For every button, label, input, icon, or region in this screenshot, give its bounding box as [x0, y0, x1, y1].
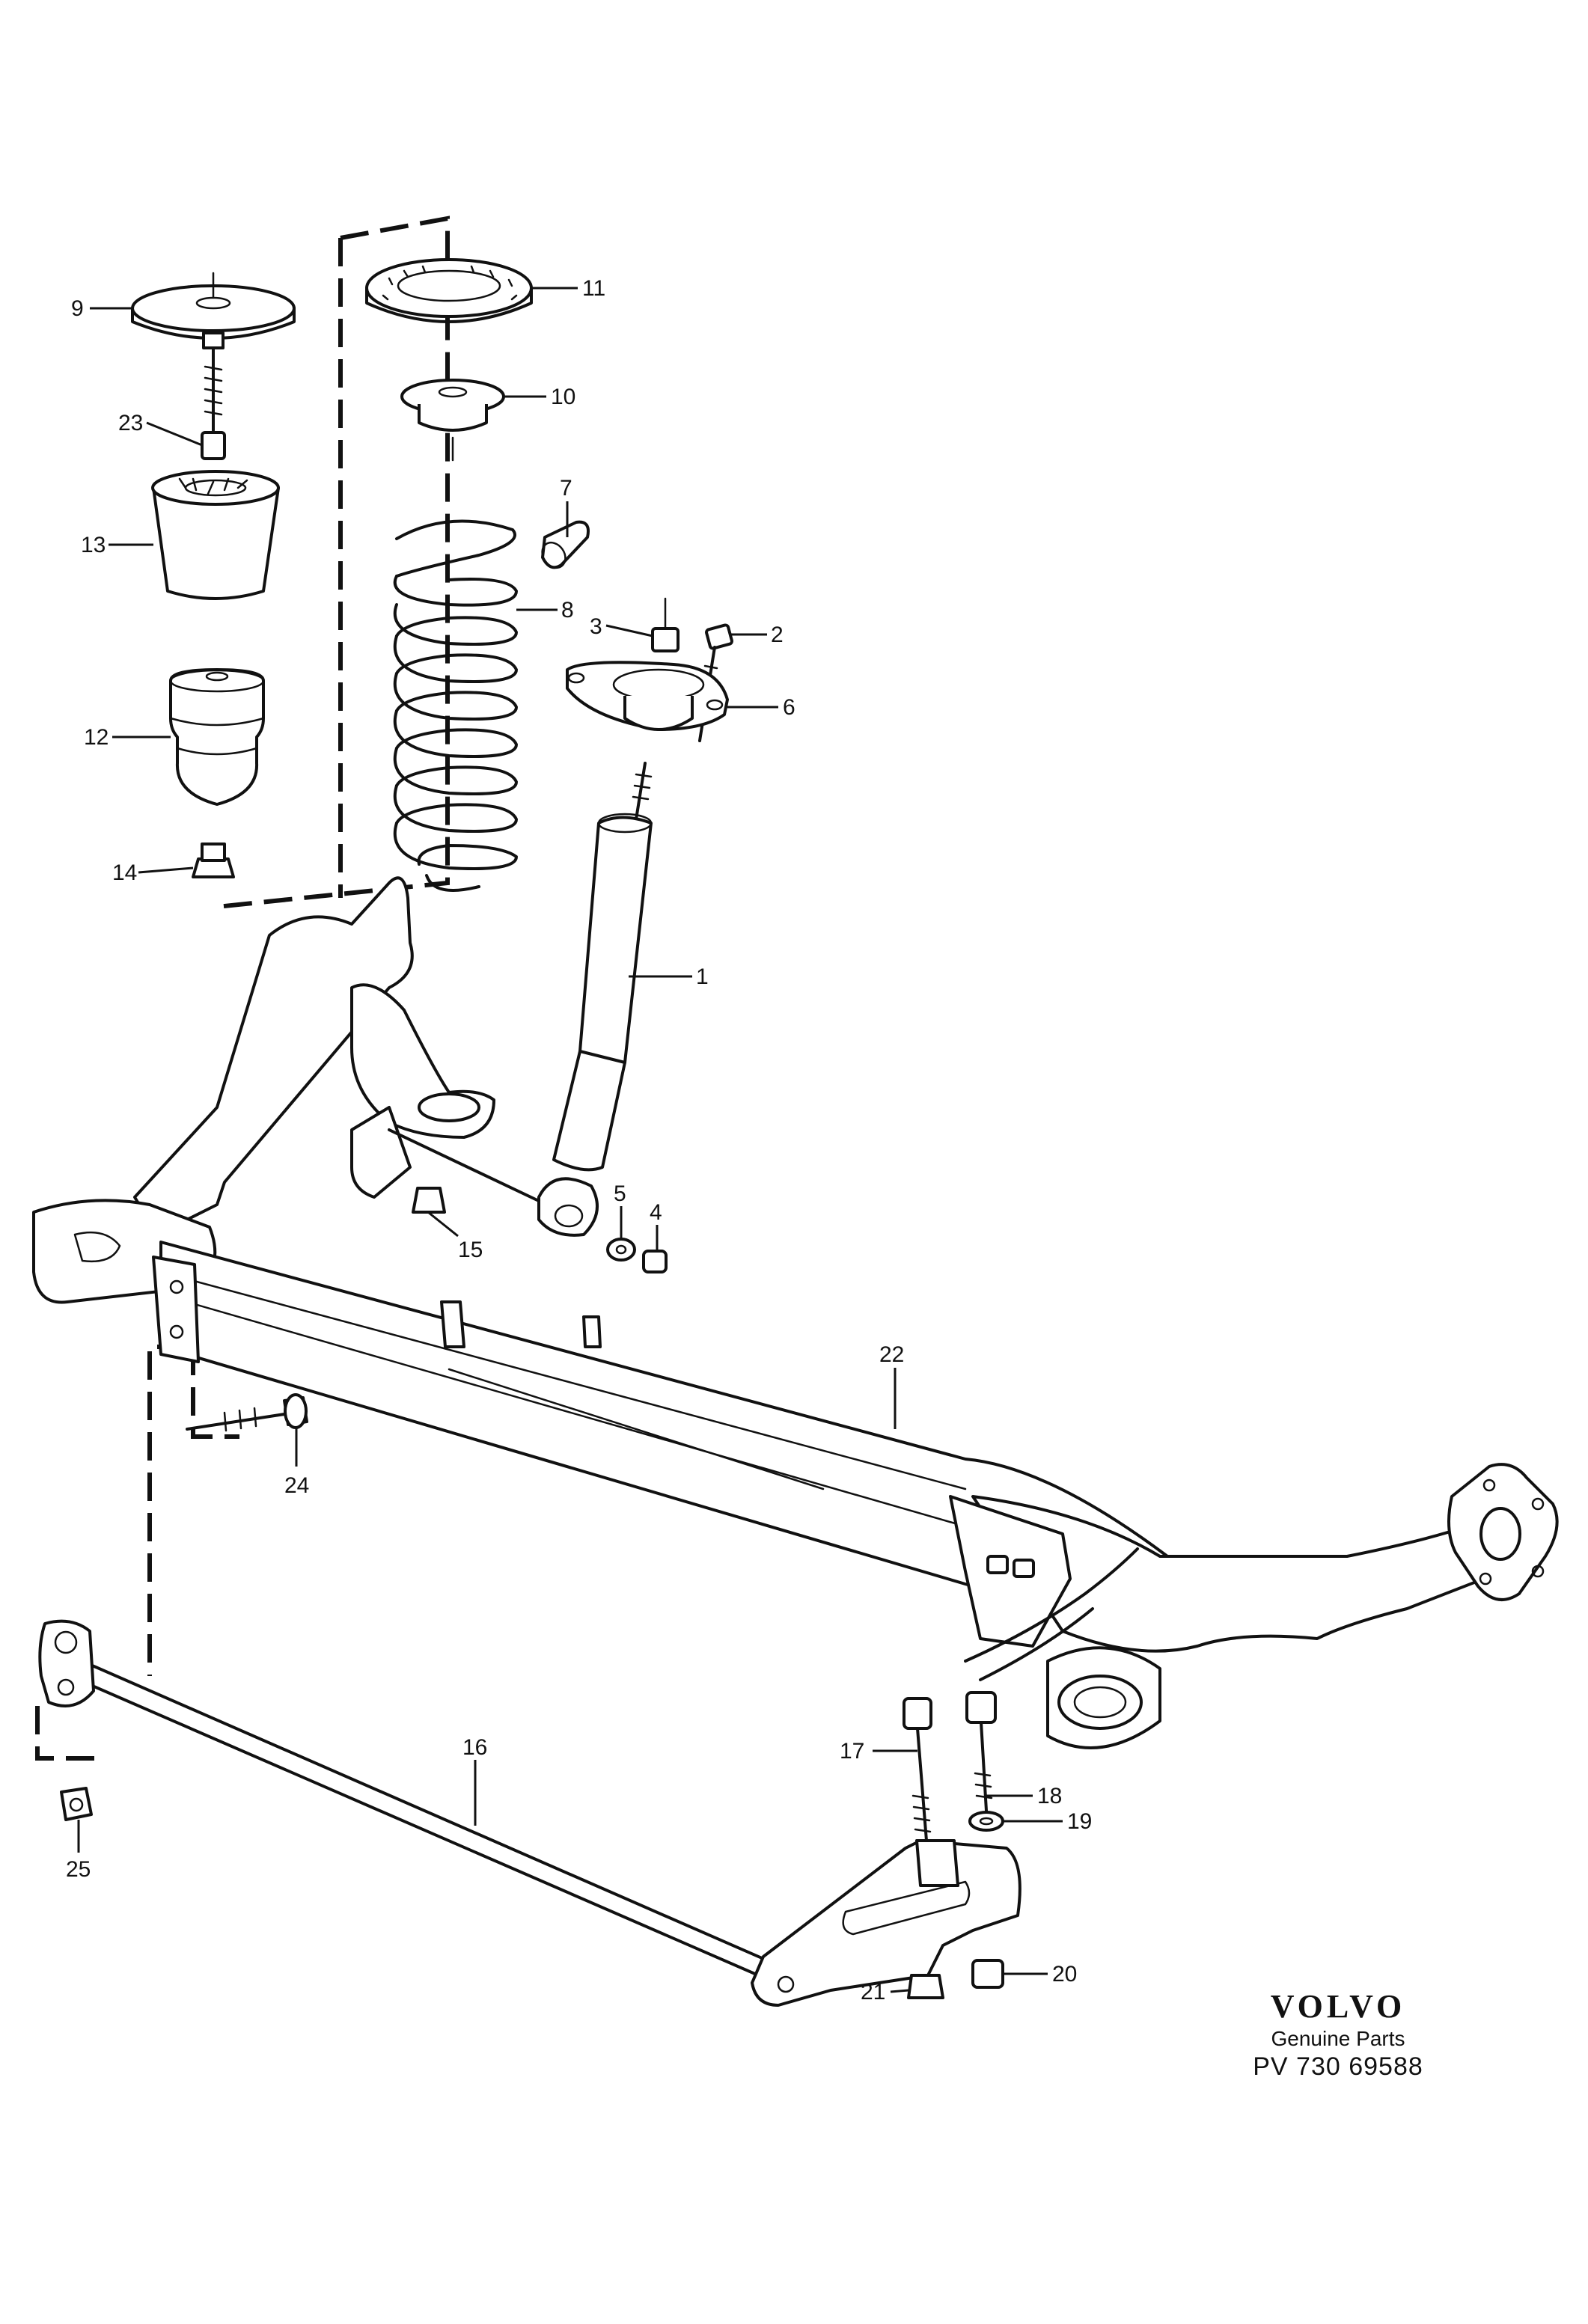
label-17: 17: [840, 1739, 864, 1764]
label-16: 16: [462, 1735, 487, 1760]
label-5: 5: [614, 1181, 626, 1206]
part-21-nut: [907, 1974, 944, 1999]
part-19-washer: [968, 1811, 1004, 1832]
label-13: 13: [81, 533, 106, 557]
part-18-bolt: [965, 1691, 997, 1812]
part-23-bolt: [201, 331, 226, 460]
label-21: 21: [861, 1980, 885, 2005]
part-20-nut: [971, 1959, 1004, 1989]
part-13-rubber-cone: [151, 470, 280, 600]
label-25: 25: [66, 1857, 91, 1882]
label-12: 12: [84, 725, 109, 750]
part-24-bolt: [186, 1393, 308, 1432]
label-9: 9: [71, 296, 84, 321]
label-4: 4: [650, 1200, 662, 1225]
part-1-shock-absorber: [537, 762, 653, 1237]
label-15: 15: [458, 1238, 483, 1262]
part-4-nut: [642, 1250, 668, 1273]
part-7-sleeve: [541, 520, 590, 569]
part-12-bump-stop: [169, 668, 265, 806]
part-16-stabilizer-bar: [38, 1619, 1021, 2007]
label-8: 8: [561, 598, 574, 623]
label-22: 22: [879, 1342, 904, 1367]
brand-block: VOLVO Genuine Parts PV 730 69588: [1248, 1987, 1428, 2082]
part-3-nut: [651, 597, 680, 652]
label-18: 18: [1037, 1784, 1062, 1808]
part-22-rear-axle: [32, 876, 1559, 1749]
brand-subtitle: Genuine Parts: [1271, 2027, 1405, 2050]
part-10-upper-mount: [400, 379, 505, 462]
label-7: 7: [560, 476, 572, 501]
part-8-coil-spring: [393, 519, 518, 892]
part-6-shock-mount: [566, 661, 729, 731]
part-25-nut: [60, 1787, 93, 1821]
label-23: 23: [118, 411, 143, 435]
part-code: PV 730 69588: [1253, 2052, 1423, 2081]
label-14: 14: [112, 860, 137, 885]
part-labels: 9 11 10 23 7 8 3 2 6 13 12 14 1 5 4 15 2…: [66, 276, 1092, 2005]
label-24: 24: [284, 1473, 309, 1498]
part-14-nut: [192, 843, 235, 878]
part-9-upper-plate: [131, 272, 296, 340]
part-5-washer: [606, 1238, 636, 1262]
part-11-spring-seat: [365, 258, 533, 323]
part-15-nut: [412, 1187, 446, 1214]
label-1: 1: [696, 964, 709, 989]
volvo-logo: VOLVO: [1270, 1988, 1406, 2025]
part-17-bolt: [903, 1697, 932, 1842]
label-11: 11: [582, 276, 605, 301]
label-10: 10: [551, 385, 575, 409]
label-6: 6: [783, 695, 795, 720]
label-19: 19: [1067, 1809, 1092, 1834]
label-20: 20: [1052, 1962, 1077, 1987]
label-3: 3: [590, 614, 602, 639]
label-2: 2: [771, 623, 784, 647]
leader-lines: [77, 287, 1063, 1993]
